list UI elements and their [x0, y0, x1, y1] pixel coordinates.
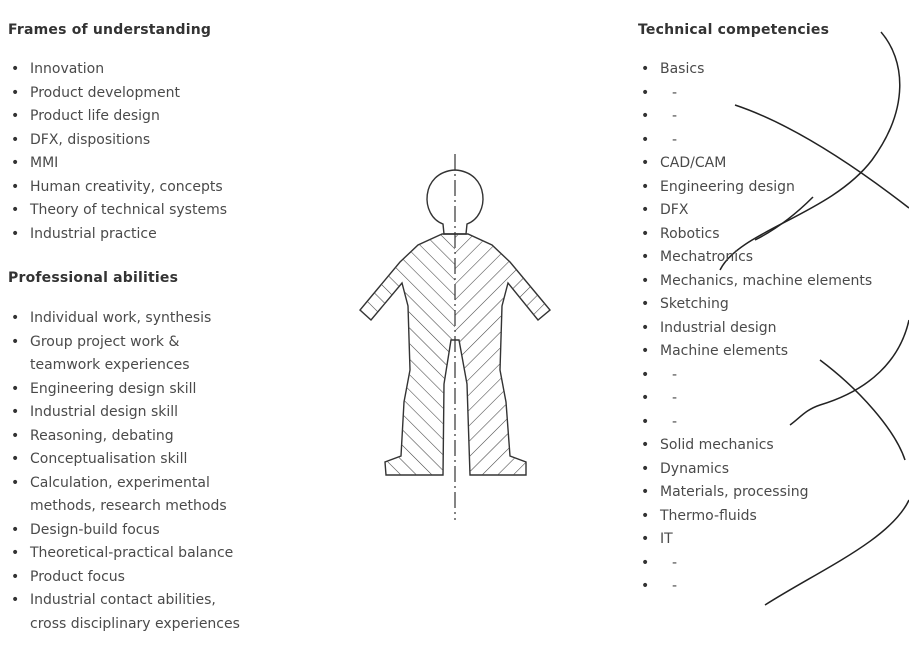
- list-item: •-: [638, 105, 909, 129]
- abilities-list: •Individual work, synthesis •Group proje…: [8, 307, 338, 636]
- list-item: •IT: [638, 528, 909, 552]
- list-item: •Design-build focus: [8, 519, 338, 543]
- list-item: •Industrial contact abilities,: [8, 589, 338, 613]
- bullet-icon: •: [641, 531, 650, 547]
- list-item: •CAD/CAM: [638, 152, 909, 176]
- bullet-icon: •: [641, 296, 650, 312]
- bullet-icon: •: [11, 310, 20, 326]
- list-item: •Conceptualisation skill: [8, 448, 338, 472]
- list-item: •Basics: [638, 58, 909, 82]
- abilities-heading: Professional abilities: [8, 270, 179, 286]
- bullet-icon: •: [11, 474, 20, 491]
- list-item: •Human creativity, concepts: [8, 176, 338, 200]
- list-item: •Product development: [8, 82, 338, 106]
- list-item: •Thermo-fluids: [638, 505, 909, 529]
- competencies-list: •Basics •- •- •- •CAD/CAM •Engineering d…: [638, 58, 909, 599]
- bullet-icon: •: [11, 427, 20, 444]
- list-item: •Theory of technical systems: [8, 199, 338, 223]
- bullet-icon: •: [641, 202, 650, 218]
- list-item: •Industrial design: [638, 317, 909, 341]
- bullet-icon: •: [641, 366, 650, 383]
- list-item: •Group project work &: [8, 331, 338, 355]
- list-item: •Industrial practice: [8, 223, 338, 247]
- bullet-icon: •: [641, 249, 650, 265]
- list-item: •Sketching: [638, 293, 909, 317]
- list-item: •-: [638, 82, 909, 106]
- list-item: •Materials, processing: [638, 481, 909, 505]
- bullet-icon: •: [11, 202, 20, 218]
- bullet-icon: •: [11, 545, 20, 561]
- bullet-icon: •: [641, 131, 650, 148]
- bullet-icon: •: [641, 390, 650, 406]
- bullet-icon: •: [11, 178, 20, 195]
- list-item: •Product focus: [8, 566, 338, 590]
- list-item: •Industrial design skill: [8, 401, 338, 425]
- list-item-continuation: methods, research methods: [30, 498, 227, 514]
- list-item: •Engineering design: [638, 176, 909, 200]
- bullet-icon: •: [641, 178, 650, 195]
- bullet-icon: •: [11, 333, 20, 350]
- right-column: Technical competencies •Basics •- •- •- …: [638, 22, 909, 599]
- bullet-icon: •: [641, 578, 650, 594]
- list-item: •-: [638, 552, 909, 576]
- list-item: •-: [638, 129, 909, 153]
- list-item: •Theoretical-practical balance: [8, 542, 338, 566]
- human-figure-icon: [359, 154, 551, 520]
- bullet-icon: •: [641, 155, 650, 171]
- bullet-icon: •: [11, 451, 20, 467]
- list-item: •Machine elements: [638, 340, 909, 364]
- bullet-icon: •: [11, 568, 20, 585]
- list-item-continuation: teamwork experiences: [30, 357, 190, 373]
- list-item: •Calculation, experimental: [8, 472, 338, 496]
- bullet-icon: •: [641, 554, 650, 571]
- left-column: Frames of understanding •Innovation •Pro…: [8, 22, 338, 636]
- frames-heading: Frames of understanding: [8, 22, 212, 38]
- list-item: •Mechatronics: [638, 246, 909, 270]
- bullet-icon: •: [641, 437, 650, 453]
- bullet-icon: •: [641, 319, 650, 336]
- bullet-icon: •: [641, 460, 650, 477]
- list-item: •Dynamics: [638, 458, 909, 482]
- bullet-icon: •: [641, 507, 650, 524]
- bullet-icon: •: [641, 61, 650, 77]
- bullet-icon: •: [11, 84, 20, 101]
- bullet-icon: •: [641, 343, 650, 359]
- bullet-icon: •: [11, 61, 20, 77]
- bullet-icon: •: [641, 272, 650, 289]
- bullet-icon: •: [11, 155, 20, 171]
- list-item: •MMI: [8, 152, 338, 176]
- list-item: •Mechanics, machine elements: [638, 270, 909, 294]
- list-item: •Reasoning, debating: [8, 425, 338, 449]
- list-item: •Solid mechanics: [638, 434, 909, 458]
- list-item: •Product life design: [8, 105, 338, 129]
- bullet-icon: •: [11, 592, 20, 608]
- list-item-continuation: cross disciplinary experiences: [30, 615, 240, 632]
- list-item: •-: [638, 575, 909, 599]
- list-item: •Individual work, synthesis: [8, 307, 338, 331]
- bullet-icon: •: [641, 413, 650, 430]
- bullet-icon: •: [11, 404, 20, 420]
- bullet-icon: •: [641, 225, 650, 242]
- bullet-icon: •: [11, 108, 20, 124]
- bullet-icon: •: [11, 131, 20, 148]
- bullet-icon: •: [11, 380, 20, 397]
- bullet-icon: •: [641, 84, 650, 101]
- list-item: •-: [638, 411, 909, 435]
- list-item: •Engineering design skill: [8, 378, 338, 402]
- competencies-heading: Technical competencies: [638, 22, 830, 38]
- list-item: •Innovation: [8, 58, 338, 82]
- list-item: •-: [638, 364, 909, 388]
- double-helix-icon: [719, 31, 909, 606]
- list-item: •DFX: [638, 199, 909, 223]
- list-item: •DFX, dispositions: [8, 129, 338, 153]
- bullet-icon: •: [11, 521, 20, 538]
- list-item: •Robotics: [638, 223, 909, 247]
- bullet-icon: •: [641, 108, 650, 124]
- bullet-icon: •: [641, 484, 650, 500]
- list-item: •-: [638, 387, 909, 411]
- frames-list: •Innovation •Product development •Produc…: [8, 58, 338, 246]
- bullet-icon: •: [11, 225, 20, 242]
